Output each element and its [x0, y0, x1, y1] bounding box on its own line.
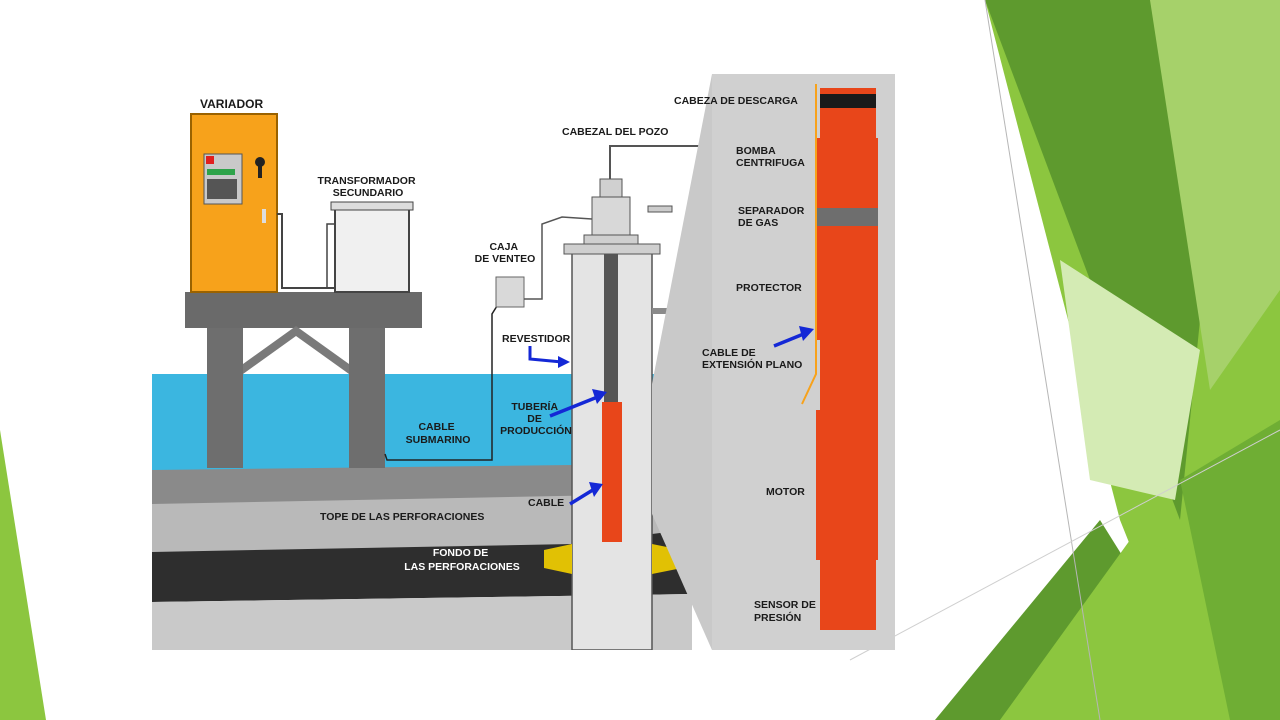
label-caja-venteo: CAJA DE VENTEO	[475, 241, 536, 265]
subsea-cable	[384, 305, 498, 461]
label-sensor-presion: SENSOR DE PRESIÓN	[754, 599, 819, 624]
power-cable-1	[277, 213, 335, 289]
caja-venteo	[495, 276, 525, 308]
platform-leg-left	[207, 328, 243, 468]
variador-knob	[255, 157, 265, 167]
perforations-left	[544, 544, 572, 574]
downhole-pump	[602, 402, 622, 474]
label-revestidor: REVESTIDOR	[502, 333, 571, 345]
label-motor: MOTOR	[766, 486, 805, 498]
label-cable-submarino: CABLE SUBMARINO	[406, 421, 471, 446]
wellhead-top	[599, 178, 623, 198]
esp-discharge-band	[820, 94, 876, 108]
esp-protector	[816, 252, 878, 340]
left-green-sliver	[0, 430, 46, 720]
arrow-revestidor	[528, 346, 570, 368]
label-cabezal-pozo: CABEZAL DEL POZO	[562, 126, 668, 138]
label-cable: CABLE	[528, 497, 564, 509]
platform-deck	[185, 292, 422, 328]
label-cabeza-descarga: CABEZA DE DESCARGA	[674, 95, 798, 107]
green-facet-7	[1180, 420, 1280, 720]
esp-separator-band	[816, 208, 878, 226]
casing-collar	[563, 243, 661, 255]
variador-display	[207, 169, 235, 175]
green-facet-6	[1000, 540, 1250, 720]
upper-formation	[152, 494, 662, 554]
green-facet-3	[1150, 0, 1280, 390]
esp-flat-cable	[801, 84, 817, 405]
label-variador: VARIADOR	[200, 97, 263, 111]
label-bomba-centrifuga: BOMBA CENTRIFUGA	[736, 145, 805, 169]
label-protector: PROTECTOR	[736, 282, 802, 294]
transformador-box	[334, 206, 410, 293]
production-tubing	[604, 254, 618, 404]
arrow-tuberia	[549, 389, 607, 418]
variador-handle	[258, 164, 262, 178]
lower-formation	[152, 594, 692, 650]
variador-keypad	[207, 179, 237, 199]
transformador-top	[330, 201, 414, 211]
esp-motor	[816, 410, 878, 560]
label-tuberia-produccion: TUBERÍA DE PRODUCCIÓN	[500, 400, 572, 437]
arrow-cable	[569, 482, 603, 506]
esp-joint	[820, 340, 878, 410]
label-cable-extension: CABLE DE EXTENSIÓN PLANO	[702, 347, 802, 371]
esp-system-diagram: VARIADOR TRANSFORMADOR SECUNDARIO CAJA D…	[152, 74, 895, 650]
esp-pump	[816, 138, 878, 204]
thin-line-2	[849, 429, 1280, 661]
platform-brace	[243, 326, 349, 374]
thin-line-1	[984, 0, 1101, 720]
variador-red-light	[206, 156, 214, 164]
label-separador-gas: SEPARADOR DE GAS	[738, 205, 807, 229]
esp-sensor	[820, 560, 876, 630]
label-tope-perforaciones: TOPE DE LAS PERFORACIONES	[320, 511, 484, 523]
variador-latch	[262, 209, 266, 223]
valve-symbol	[647, 205, 673, 213]
platform-leg-right	[349, 328, 385, 468]
wellhead-body	[591, 196, 631, 236]
downhole-motor	[602, 474, 622, 542]
green-facet-4	[1060, 260, 1200, 500]
label-transformador: TRANSFORMADOR SECUNDARIO	[318, 175, 419, 199]
power-cable-2	[326, 223, 335, 288]
arrow-cable-extension	[773, 326, 814, 348]
label-fondo-perforaciones: FONDO DE LAS PERFORACIONES	[404, 547, 520, 573]
venteo-cable	[524, 216, 593, 300]
